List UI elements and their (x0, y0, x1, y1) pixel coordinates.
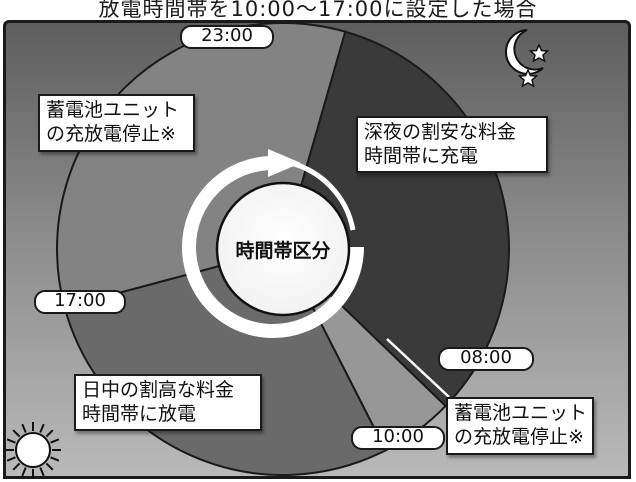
time-label-1700: 17:00 (34, 290, 126, 314)
stop-label-top-line2: の充放電停止※ (46, 123, 176, 145)
sun-ray (12, 429, 21, 438)
time-label-2300: 23:00 (180, 25, 274, 49)
sun-ray (21, 467, 27, 477)
header-text: 放電時間帯を10:00〜17:00に設定した場合 (98, 0, 538, 21)
leader-line (386, 338, 450, 398)
stop-label-bottom: 蓄電池ユニット の充放電停止※ (446, 397, 594, 455)
center-circle (215, 181, 351, 317)
stop-label-bottom-line1: 蓄電池ユニット (454, 402, 588, 424)
stop-label-top: 蓄電池ユニット の充放電停止※ (38, 94, 195, 152)
time-label-0800: 08:00 (438, 347, 534, 371)
star-icon (517, 43, 550, 88)
charge-label-line2: 時間帯に充電 (364, 145, 479, 167)
sun-ray (21, 423, 27, 433)
discharge-label: 日中の割高な料金 時間帯に放電 (74, 374, 262, 431)
charge-label: 深夜の割安な料金 時間帯に充電 (356, 116, 548, 173)
clockwise-arrow-icon (268, 149, 301, 177)
sun-ray (39, 467, 45, 477)
sun-ray (6, 456, 16, 462)
sun-ray (45, 429, 54, 438)
sun-ray (39, 423, 45, 433)
sun-ray (12, 462, 21, 471)
discharge-label-line1: 日中の割高な料金 (82, 379, 235, 401)
time-label-1000: 10:00 (351, 426, 445, 450)
sun-ray (50, 456, 60, 462)
sun-ray (6, 438, 16, 444)
stop-label-top-line1: 蓄電池ユニット (46, 99, 180, 121)
charge-label-line1: 深夜の割安な料金 (364, 121, 517, 143)
cycle-ring (182, 156, 364, 338)
sun-ray (50, 438, 60, 444)
sun-ray (45, 462, 54, 471)
center-label: 時間帯区分 (235, 239, 331, 262)
sun-icon (5, 422, 61, 478)
discharge-label-line2: 時間帯に放電 (82, 403, 197, 425)
stop-label-bottom-line2: の充放電停止※ (454, 426, 584, 448)
moon-icon (504, 29, 544, 75)
